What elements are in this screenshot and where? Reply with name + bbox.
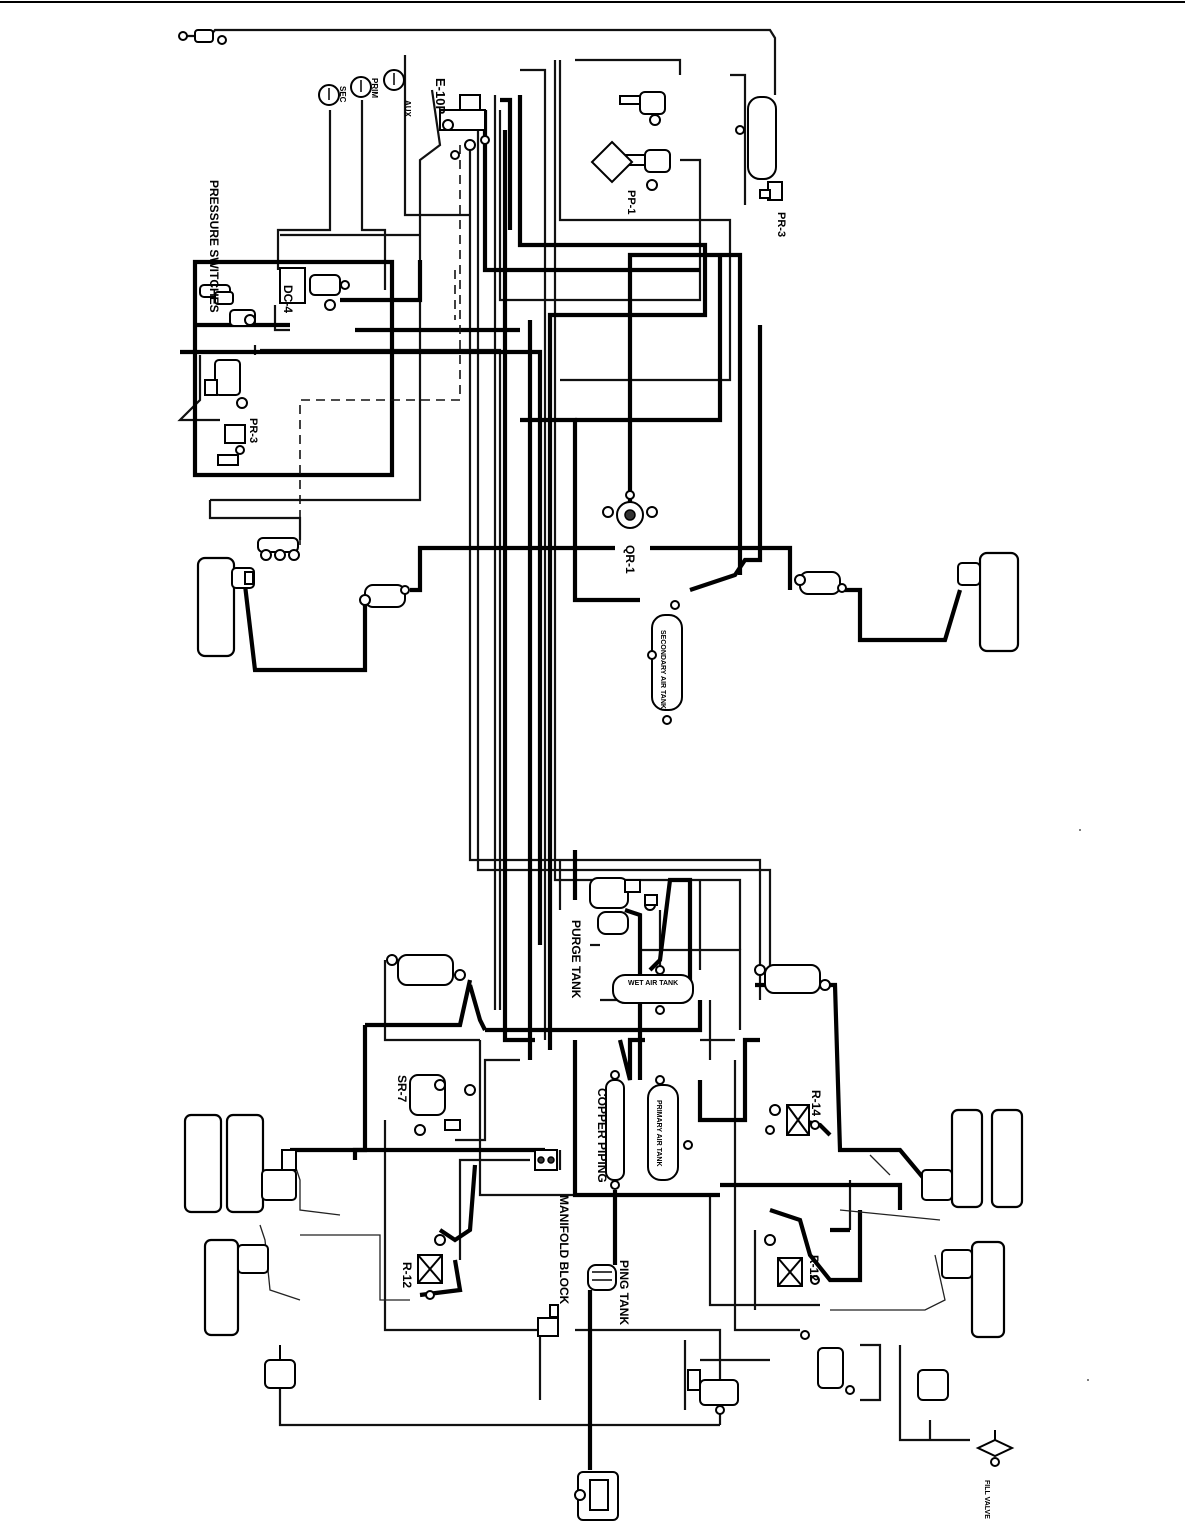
manifold-block-upper [534,1149,558,1171]
front-left-brake-chamber [231,567,255,589]
r12-right-relay-valve [764,1234,820,1287]
pressure-switches-label: PRESSURE SWITCHES [207,180,221,313]
gauge-sec [318,84,340,106]
dashed-signal-line [299,145,461,545]
manifold-block-lower [537,1304,559,1337]
gladhand-connector-top [178,29,227,45]
front-left-tire [196,556,236,658]
pr3-right-label: PR-3 [775,212,787,237]
r14-relay-valve [765,1104,820,1136]
wet-air-tank [612,965,694,1015]
wet-air-tank-label: WET AIR TANK [628,980,678,987]
copper-piping-coil [605,1070,625,1190]
manifold-block-label: MANIFOLD BLOCK [557,1195,571,1305]
front-right-brake-chamber [957,562,981,586]
purge-tank-label: PURGE TANK [569,920,583,999]
pressure-switch-assembly [199,284,256,327]
fill-valve-label: FILL VALVE [983,1480,990,1519]
check-valve-near-purge [644,894,658,911]
gauge-sec-label: SEC [338,86,347,103]
pr3-left-label: PR-3 [247,418,259,443]
air-compressor [574,1471,619,1521]
gauge-aux-label: AUX [403,100,412,118]
thin-air-lines [177,28,970,1442]
supply-air-tank-top-right [735,96,777,180]
r12-left-relay-valve [417,1234,446,1300]
gauge-prim-label: PRIM [370,78,379,98]
sr7-label: SR-7 [395,1075,409,1103]
r14-label: R-14 [809,1090,823,1116]
e10p-label: E-10P [433,78,448,114]
secondary-air-tank-label: SECONDARY AIR TANK [659,630,666,709]
ping-tank [587,1264,617,1291]
copper-piping-label: COPPER PIPING [595,1088,609,1183]
trailer-chamber-right [917,1369,949,1401]
rear-right-slack-upper [754,964,831,994]
rear-right-brake-chamber-1 [921,1169,953,1201]
rear-right-tires-2 [970,1240,1006,1339]
r12-left-label: R-12 [400,1262,414,1288]
secondary-air-tank [647,600,683,725]
e10p-foot-valve [439,94,490,160]
primary-air-tank [647,1075,693,1181]
gauge-aux [383,69,405,91]
qr1-quick-release-valve [602,490,658,529]
rear-right-tires-1 [950,1108,1024,1209]
rear-left-brake-chamber-2 [237,1244,269,1274]
trailer-control-valve-left [687,1369,739,1415]
pr3-right-valve [759,181,783,201]
heavy-air-lines [180,95,963,1470]
page-dot [1087,1379,1089,1381]
dryer-canister [589,877,641,909]
sr7-spring-brake-valve [409,1074,476,1136]
r12-right-label: R-12 [807,1255,821,1281]
dc4-double-check-valve [279,267,350,311]
trailer-control-valve-right [800,1330,855,1395]
pr3-left-valve [204,359,248,466]
primary-air-tank-label: PRIMARY AIR TANK [655,1100,662,1167]
front-right-tire [978,551,1020,653]
pp1-label: PP-1 [625,190,637,214]
rear-left-tires-1 [183,1113,265,1214]
purge-tank [597,911,629,935]
front-triple-connector [257,537,300,561]
upper-right-valve [619,91,666,126]
front-right-slack-adjuster [794,571,847,595]
rear-left-brake-chamber-1 [261,1149,297,1201]
rear-right-brake-chamber-2 [941,1249,973,1279]
page-dot-2 [1079,829,1081,831]
fill-valve [975,1430,1015,1467]
qr1-label: QR-1 [623,545,637,574]
ping-tank-label: PING TANK [617,1260,631,1325]
rear-left-slack-upper [386,954,466,986]
front-left-slack-adjuster [359,584,410,608]
trailer-chamber-left [264,1345,296,1389]
dc4-label: DC-4 [281,285,295,313]
gauge-prim [350,76,372,98]
rear-left-tires-2 [203,1238,240,1337]
pp1-valve [590,140,671,191]
